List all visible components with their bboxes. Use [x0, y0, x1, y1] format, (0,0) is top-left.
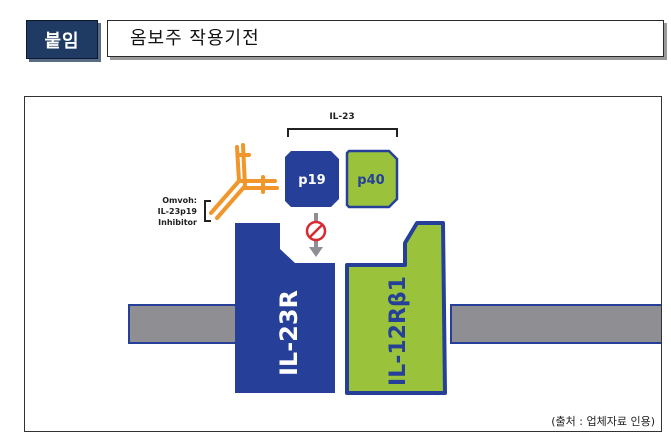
- header-tag: 붙임: [26, 20, 98, 59]
- diagram-frame: IL-23R IL-12Rβ1 IL-23 p19 p40: [24, 96, 662, 432]
- il23r-label: IL-23R: [275, 290, 303, 376]
- inhibitor-label-line2: IL-23p19: [158, 207, 198, 216]
- il12rb1-receptor: [345, 221, 447, 395]
- inhibitor-bracket: [204, 200, 211, 222]
- il12rb1-label: IL-12Rβ1: [386, 276, 411, 386]
- source-caption: (출처 : 업체자료 인용): [551, 415, 655, 428]
- il23-label: IL-23: [329, 112, 354, 122]
- il23r-receptor: [235, 223, 335, 393]
- p19-label: p19: [298, 173, 325, 188]
- inhibitor-label-line3: Inhibitor: [158, 218, 197, 227]
- binding-arrow-head: [309, 247, 323, 257]
- inhibitor-label-line1: Omvoh:: [162, 196, 197, 205]
- mechanism-diagram: IL-23R IL-12Rβ1 IL-23 p19 p40: [128, 112, 661, 395]
- antibody-icon: [209, 143, 279, 220]
- membrane-band-right: [450, 304, 661, 344]
- p40-subunit: [345, 149, 399, 209]
- p40-label: p40: [357, 173, 384, 188]
- header-title: 옴보주 작용기전: [107, 20, 664, 57]
- membrane-band-left: [128, 304, 246, 344]
- il23-bracket: [287, 128, 398, 137]
- block-icon: [305, 220, 327, 242]
- p19-subunit: [285, 151, 339, 207]
